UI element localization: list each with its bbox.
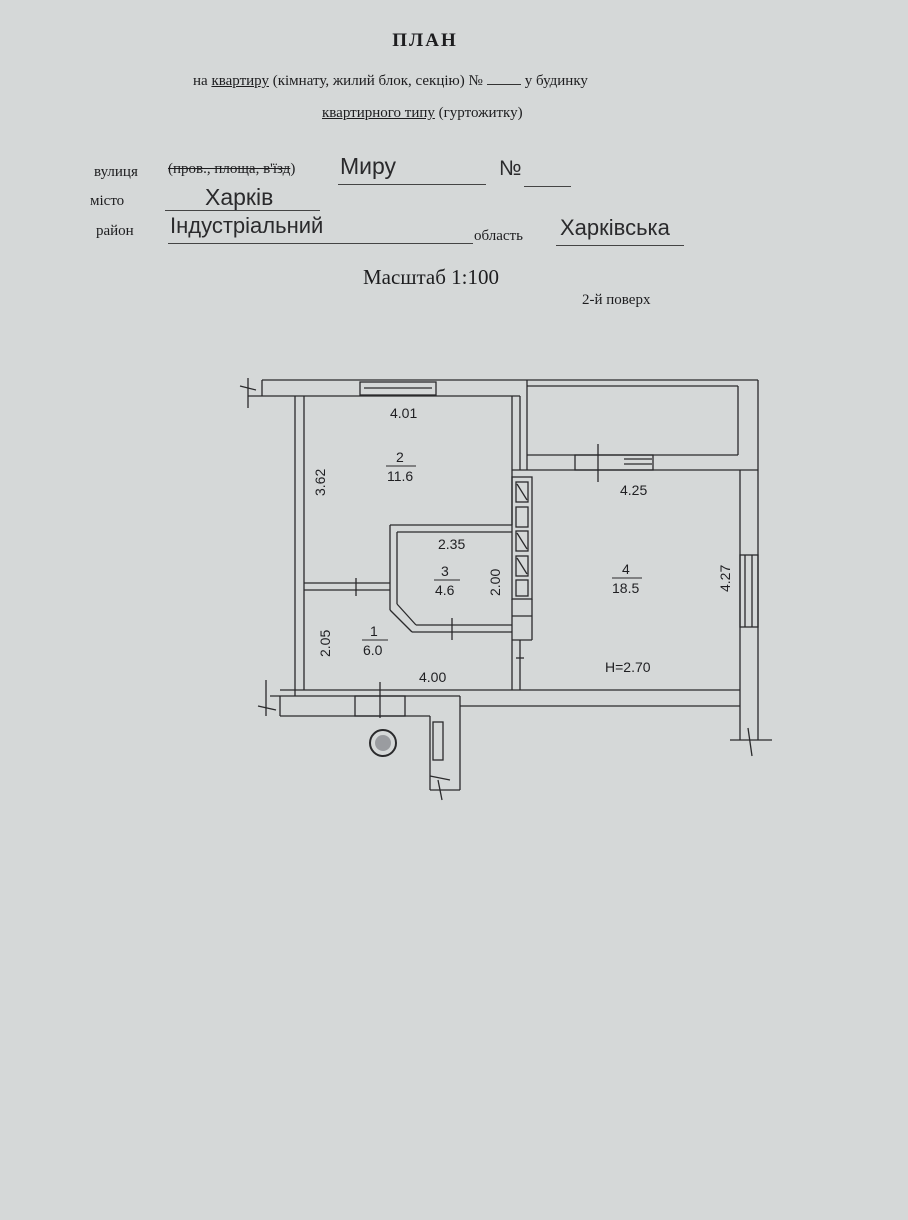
apartment-number-blank [486,72,521,85]
dim-room4-width: 4.25 [620,482,647,498]
left-wall [294,396,305,696]
dim-room4-height: 4.27 [717,565,733,592]
loggia [526,380,759,470]
dim-room3-height: 2.00 [487,569,503,596]
dim-bottom-width: 4.00 [419,669,446,685]
dim-room2-width: 4.01 [390,405,417,421]
scale-label: Масштаб 1:100 [363,265,500,289]
region-label: область [474,228,523,244]
street-type-struck: (пров., площа, в'їзд) [168,161,296,177]
loggia-wall [512,444,758,482]
floor-label: 2-й поверх [582,292,651,308]
dim-room3-width: 2.35 [438,536,465,552]
house-number-label: № [499,157,522,180]
central-wall [511,396,533,690]
room1-number: 1 [370,623,378,639]
header-line-2: квартирного типу (гуртожитку) [322,105,523,121]
top-wall [239,378,758,408]
room4-number: 4 [622,561,630,577]
room2-number: 2 [396,449,404,465]
right-wall [730,470,772,757]
riser-symbol [369,729,397,757]
plan-title: ПЛАН [392,30,458,51]
header-line-1: на квартиру (кімнату, жилий блок, секцію… [193,72,588,89]
building-type: квартирного типу [322,105,435,121]
room2-area: 11.6 [387,468,413,484]
room1-area: 6.0 [363,642,383,658]
room4-area: 18.5 [612,580,639,596]
district-label: район [96,223,134,239]
region-value: Харківська [560,215,670,240]
bathroom-walls [389,524,512,640]
room3-area: 4.6 [435,582,455,598]
bottom-wall [257,680,740,801]
apartment-type: квартиру [211,73,269,89]
room3-number: 3 [441,563,449,579]
plan-labels: 4.01 3.62 2 11.6 2.35 3 4.6 2.00 2.05 1 … [312,405,733,685]
hall-partition [304,578,390,596]
street-label: вулиця [94,164,138,180]
dim-room1-height: 2.05 [317,630,333,657]
dim-room2-height: 3.62 [312,469,328,496]
street-value: Миру [340,153,397,179]
city-value: Харків [205,184,274,210]
city-label: місто [90,193,125,209]
district-value: Індустріальний [170,213,324,238]
ceiling-height: H=2.70 [605,659,651,675]
